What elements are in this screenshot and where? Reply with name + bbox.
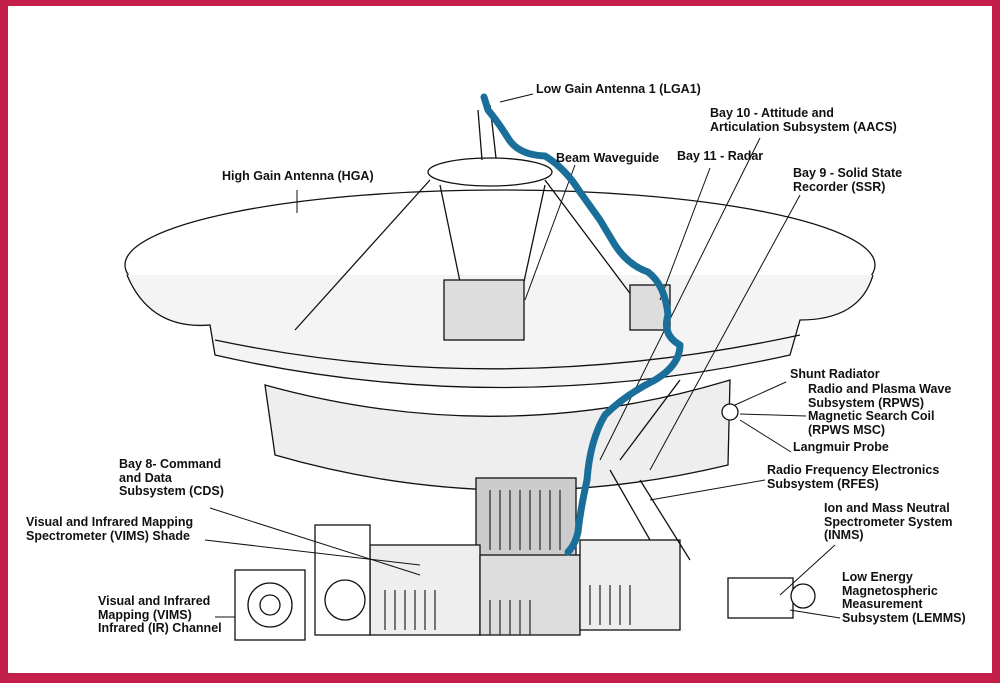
label-rfes: Radio Frequency Electronics Subsystem (R… xyxy=(767,463,940,491)
label-hga: High Gain Antenna (HGA) xyxy=(222,169,374,183)
spacecraft-drawing xyxy=(124,93,876,641)
label-inms: Ion and Mass Neutral Spectrometer System… xyxy=(824,501,953,543)
label-vims-ir: Visual and Infrared Mapping (VIMS) Infra… xyxy=(98,594,222,636)
label-lemms: Low Energy Magnetospheric Measurement Su… xyxy=(842,570,966,625)
label-bay11-radar: Bay 11 - Radar xyxy=(677,149,764,163)
beam-waveguide-assembly xyxy=(443,279,525,341)
label-langmuir-probe: Langmuir Probe xyxy=(793,440,889,454)
bay-cds-panel xyxy=(475,477,577,559)
label-bay8-cds: Bay 8- Command and Data Subsystem (CDS) xyxy=(119,457,224,499)
label-vims-shade: Visual and Infrared Mapping Spectrometer… xyxy=(26,515,194,543)
label-beam-waveguide: Beam Waveguide xyxy=(556,151,660,165)
bus-upper-ring xyxy=(264,379,731,491)
label-shunt-radiator: Shunt Radiator xyxy=(790,367,880,381)
label-bay9-ssr: Bay 9 - Solid State Recorder (SSR) xyxy=(793,166,903,194)
inms-box xyxy=(727,577,794,619)
highlight-route xyxy=(480,93,684,556)
label-bay10-aacs: Bay 10 - Attitude and Articulation Subsy… xyxy=(710,106,897,134)
label-rpws-msc: Radio and Plasma Wave Subsystem (RPWS) M… xyxy=(808,382,952,437)
diagram-frame: Low Gain Antenna 1 (LGA1) Bay 10 - Attit… xyxy=(8,6,992,673)
subreflector xyxy=(427,157,553,187)
rpws-msc xyxy=(721,403,739,421)
label-lga1: Low Gain Antenna 1 (LGA1) xyxy=(536,82,701,96)
